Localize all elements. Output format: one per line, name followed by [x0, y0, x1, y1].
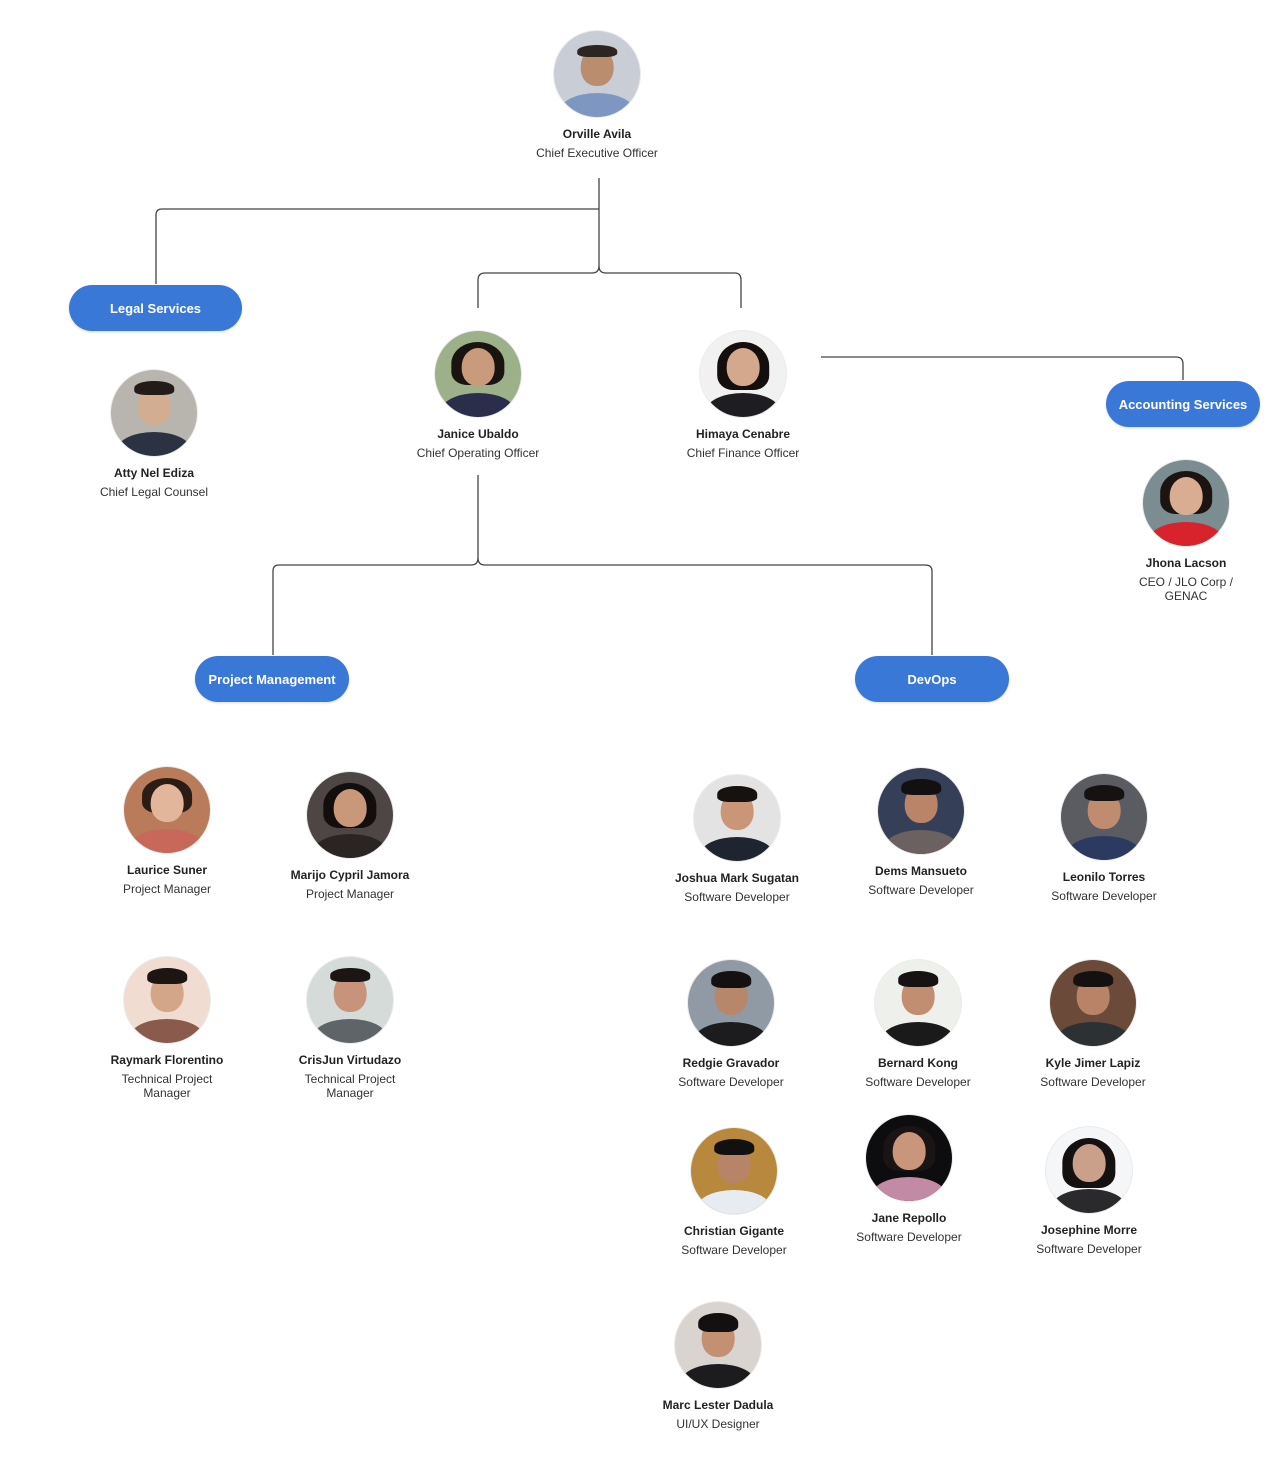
person-name: Jhona Lacson [1145, 556, 1227, 570]
person-card-ceo[interactable]: Orville Avila Chief Executive Officer [517, 31, 677, 160]
person-title: UI/UX Designer [676, 1417, 760, 1431]
person-card-pm1[interactable]: Laurice Suner Project Manager [87, 767, 247, 896]
person-card-legal[interactable]: Atty Nel Ediza Chief Legal Counsel [74, 370, 234, 499]
person-name: Jane Repollo [871, 1211, 947, 1225]
avatar [307, 957, 393, 1043]
avatar [866, 1115, 952, 1201]
connector-coo-trunk [272, 475, 479, 655]
person-card-cfo[interactable]: Himaya Cenabre Chief Finance Officer [663, 331, 823, 460]
avatar [700, 331, 786, 417]
person-title: Chief Executive Officer [536, 146, 658, 160]
person-title: Software Developer [1051, 889, 1157, 903]
avatar [688, 960, 774, 1046]
person-title: CEO / JLO Corp / GENAC [1138, 575, 1234, 603]
avatar [694, 775, 780, 861]
person-name: Orville Avila [562, 127, 632, 141]
avatar [124, 767, 210, 853]
dept-legal-services[interactable]: Legal Services [69, 285, 242, 331]
avatar [554, 31, 640, 117]
avatar [675, 1302, 761, 1388]
person-title: Software Developer [1040, 1075, 1146, 1089]
avatar [111, 370, 197, 456]
person-name: Dems Mansueto [874, 864, 968, 878]
person-card-pm3[interactable]: Raymark Florentino Technical Project Man… [87, 957, 247, 1100]
person-card-dev2[interactable]: Dems Mansueto Software Developer [841, 768, 1001, 897]
person-name: Marc Lester Dadula [662, 1398, 774, 1412]
dept-devops[interactable]: DevOps [855, 656, 1009, 702]
person-name: Redgie Gravador [682, 1056, 780, 1070]
person-title: Software Developer [681, 1243, 787, 1257]
connector-cfo-accounting [821, 356, 1184, 380]
avatar [435, 331, 521, 417]
person-name: Raymark Florentino [110, 1053, 224, 1067]
person-title: Software Developer [1036, 1242, 1142, 1256]
person-card-dev9[interactable]: Josephine Morre Software Developer [1009, 1127, 1169, 1256]
person-name: CrisJun Virtudazo [298, 1053, 402, 1067]
person-name: Leonilo Torres [1062, 870, 1146, 884]
person-card-dev1[interactable]: Joshua Mark Sugatan Software Developer [657, 775, 817, 904]
person-card-dev7[interactable]: Christian Gigante Software Developer [654, 1128, 814, 1257]
person-title: Project Manager [122, 882, 212, 896]
person-name: Joshua Mark Sugatan [674, 871, 800, 885]
avatar [124, 957, 210, 1043]
avatar [875, 960, 961, 1046]
person-card-accounting[interactable]: Jhona Lacson CEO / JLO Corp / GENAC [1106, 460, 1266, 603]
person-card-pm2[interactable]: Marijo Cypril Jamora Project Manager [270, 772, 430, 901]
person-name: Janice Ubaldo [437, 427, 519, 441]
connector-ceo-legal [155, 208, 599, 284]
connector-ceo-trunk [598, 178, 742, 308]
person-card-dev6[interactable]: Kyle Jimer Lapiz Software Developer [1013, 960, 1173, 1089]
person-title: Project Manager [305, 887, 395, 901]
person-card-coo[interactable]: Janice Ubaldo Chief Operating Officer [398, 331, 558, 460]
person-card-dev8[interactable]: Jane Repollo Software Developer [829, 1115, 989, 1244]
person-name: Himaya Cenabre [695, 427, 791, 441]
dept-project-management[interactable]: Project Management [195, 656, 349, 702]
person-name: Kyle Jimer Lapiz [1045, 1056, 1141, 1070]
person-title: Chief Operating Officer [416, 446, 540, 460]
dept-accounting-services[interactable]: Accounting Services [1106, 381, 1260, 427]
avatar [1046, 1127, 1132, 1213]
person-title: Software Developer [865, 1075, 971, 1089]
person-title: Software Developer [856, 1230, 962, 1244]
person-title: Software Developer [684, 890, 790, 904]
person-name: Marijo Cypril Jamora [290, 868, 410, 882]
avatar [307, 772, 393, 858]
person-name: Laurice Suner [126, 863, 208, 877]
avatar [1061, 774, 1147, 860]
avatar [878, 768, 964, 854]
person-name: Josephine Morre [1040, 1223, 1138, 1237]
person-title: Software Developer [868, 883, 974, 897]
person-card-dev10[interactable]: Marc Lester Dadula UI/UX Designer [638, 1302, 798, 1431]
person-card-dev3[interactable]: Leonilo Torres Software Developer [1024, 774, 1184, 903]
person-title: Technical Project Manager [121, 1072, 213, 1100]
person-title: Chief Finance Officer [686, 446, 800, 460]
avatar [1050, 960, 1136, 1046]
connector-ceo-coo [477, 265, 600, 308]
person-title: Chief Legal Counsel [99, 485, 209, 499]
person-card-dev4[interactable]: Redgie Gravador Software Developer [651, 960, 811, 1089]
avatar [1143, 460, 1229, 546]
person-title: Software Developer [678, 1075, 784, 1089]
person-name: Bernard Kong [877, 1056, 958, 1070]
person-card-dev5[interactable]: Bernard Kong Software Developer [838, 960, 998, 1089]
person-card-pm4[interactable]: CrisJun Virtudazo Technical Project Mana… [270, 957, 430, 1100]
person-name: Atty Nel Ediza [113, 466, 194, 480]
person-name: Christian Gigante [683, 1224, 784, 1238]
person-title: Technical Project Manager [304, 1072, 396, 1100]
connector-coo-devops [477, 557, 933, 655]
avatar [691, 1128, 777, 1214]
